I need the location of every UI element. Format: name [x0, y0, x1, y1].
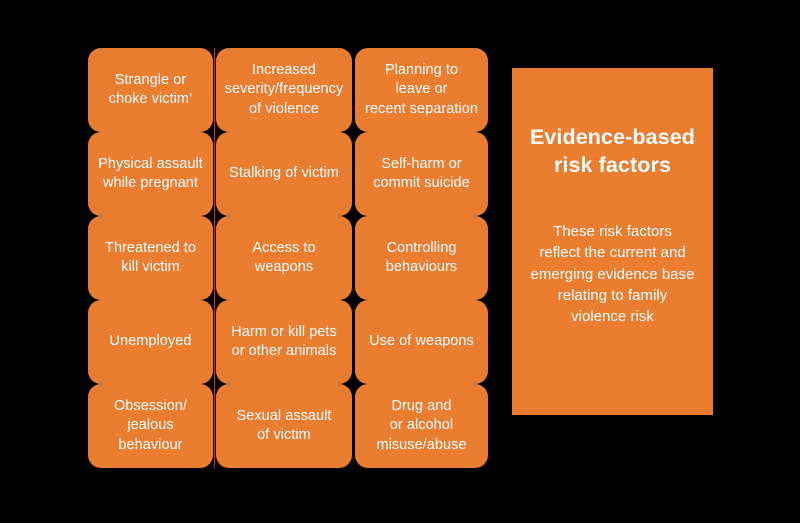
risk-tile: Threatened to kill victim: [88, 216, 213, 300]
risk-tile: Harm or kill pets or other animals: [216, 300, 352, 384]
legend-description: These risk factors reflect the current a…: [530, 223, 695, 326]
risk-tile: Strangle or choke victim’: [88, 48, 213, 132]
risk-tile: Sexual assault of victim: [216, 384, 352, 468]
risk-tile: Physical assault while pregnant: [88, 132, 213, 216]
legend-title: Evidence-based risk factors: [529, 125, 696, 177]
risk-tile: Increased severity/frequency of violence: [216, 48, 352, 132]
risk-tile: Access to weapons: [216, 216, 352, 300]
risk-tile: Self-harm or commit suicide: [355, 132, 488, 216]
risk-tile: Unemployed: [88, 300, 213, 384]
risk-tile: Drug and or alcohol misuse/abuse: [355, 384, 488, 468]
risk-tile: Controlling behaviours: [355, 216, 488, 300]
column-divider-line: [214, 48, 215, 468]
risk-tile: Planning to leave or recent separation: [355, 48, 488, 132]
risk-tile: Use of weapons: [355, 300, 488, 384]
legend-panel: Evidence-based risk factors These risk f…: [512, 68, 713, 415]
risk-tile: Stalking of victim: [216, 132, 352, 216]
risk-factor-grid: Strangle or choke victim’ Increased seve…: [88, 48, 488, 468]
risk-tile: Obsession/ jealous behaviour: [88, 384, 213, 468]
